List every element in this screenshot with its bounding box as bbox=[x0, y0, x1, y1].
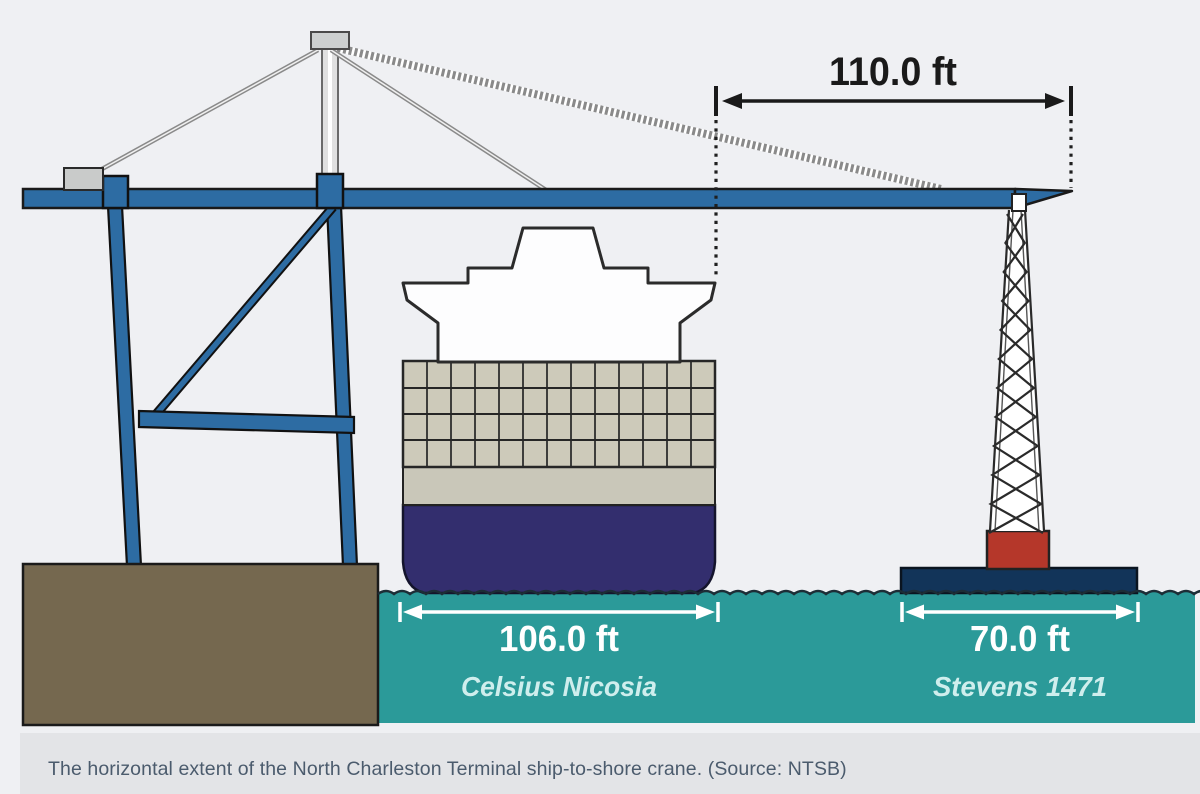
crane-right-leg bbox=[325, 204, 359, 568]
dimension-barge-beam: 70.0 ft Stevens 1471 bbox=[900, 602, 1140, 702]
machinery-house bbox=[63, 167, 104, 191]
crane-boom bbox=[21, 187, 1017, 210]
wharf bbox=[21, 562, 380, 727]
figure-caption-text: The horizontal extent of the North Charl… bbox=[48, 758, 847, 780]
derrick-pedestal bbox=[985, 529, 1051, 571]
dimension-crane-outreach: 110.0 ft bbox=[714, 50, 1073, 116]
lattice-tower bbox=[988, 209, 1046, 534]
ship-dim-ticks bbox=[398, 602, 720, 622]
crane-left-leg bbox=[106, 204, 143, 568]
barge-dim-arrowhead-right bbox=[1116, 604, 1135, 620]
lattice-zigzag-b bbox=[988, 213, 1044, 534]
crane-cables bbox=[100, 44, 942, 193]
dim-arrowhead-left bbox=[722, 93, 742, 109]
ship-dim-arrowhead-right bbox=[696, 604, 715, 620]
mast-cap bbox=[310, 31, 350, 50]
barge-deck bbox=[899, 566, 1139, 595]
container-ship bbox=[401, 226, 717, 595]
barge-dim-ticks bbox=[900, 602, 1140, 622]
boom-hoist-cable-hatch bbox=[337, 44, 942, 193]
crane-cross-member bbox=[137, 409, 356, 435]
barge-dim-arrowhead-left bbox=[905, 604, 924, 620]
barge-beam-label: 70.0 ft bbox=[970, 618, 1070, 659]
water bbox=[378, 592, 1195, 723]
ship-topside-band bbox=[402, 466, 716, 506]
forestay-cable-short-core bbox=[330, 49, 547, 191]
derrick-barge bbox=[899, 209, 1139, 595]
lattice-tower-rails bbox=[988, 209, 1046, 532]
barge-name-label: Stevens 1471 bbox=[933, 671, 1107, 702]
crane-right-joint bbox=[315, 172, 345, 210]
dim-ticks bbox=[714, 86, 1073, 116]
ship-hull bbox=[401, 503, 717, 595]
ship-name-label: Celsius Nicosia bbox=[461, 671, 657, 702]
container-grid-rows bbox=[403, 387, 715, 441]
crane-diagonal-brace bbox=[149, 205, 336, 421]
dim-arrowhead-right bbox=[1045, 93, 1065, 109]
ship-superstructure bbox=[401, 226, 717, 364]
dimension-ship-beam: 106.0 ft Celsius Nicosia bbox=[398, 602, 720, 702]
crane-diagram: 110.0 ft 106.0 ft Celsius Nicosia 70.0 f… bbox=[21, 31, 1200, 727]
crane-portal-frame bbox=[106, 203, 359, 568]
boom-trolley-box bbox=[1011, 193, 1027, 212]
extension-lines bbox=[714, 120, 1073, 279]
gantry-crane bbox=[21, 31, 1074, 568]
crane-outreach-label: 110.0 ft bbox=[829, 50, 957, 94]
figure-caption: The horizontal extent of the North Charl… bbox=[20, 733, 1200, 794]
ship-dim-arrowhead-left bbox=[403, 604, 422, 620]
crane-left-joint bbox=[101, 174, 130, 210]
backstay-cable-core bbox=[101, 49, 319, 170]
waterline-wave bbox=[377, 589, 1200, 596]
ship-beam-label: 106.0 ft bbox=[499, 618, 619, 659]
